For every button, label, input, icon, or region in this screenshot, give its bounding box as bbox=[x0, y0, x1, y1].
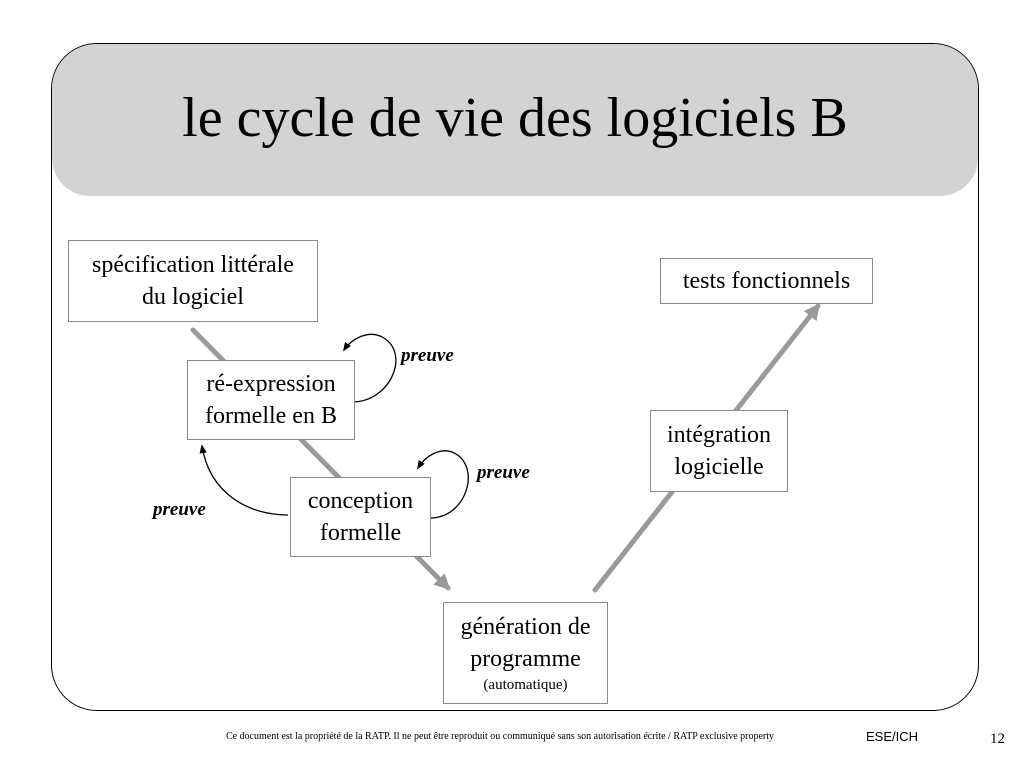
node-generation: génération de programme (automatique) bbox=[443, 602, 608, 704]
node-reexpression-line2: formelle en B bbox=[205, 403, 337, 429]
node-reexpression: ré-expression formelle en B bbox=[187, 360, 355, 440]
node-conception-line1: conception bbox=[307, 488, 414, 514]
node-generation-note: (automatique) bbox=[483, 677, 568, 693]
title-band: le cycle de vie des logiciels B bbox=[52, 44, 978, 196]
node-integration-line2: logicielle bbox=[674, 454, 764, 480]
footer-department-code: ESE/ICH bbox=[866, 729, 919, 744]
page-number: 12 bbox=[990, 731, 1005, 747]
node-conception: conception formelle bbox=[290, 477, 431, 557]
node-specification: spécification littérale du logiciel bbox=[68, 240, 318, 322]
node-integration: intégration logicielle bbox=[650, 410, 788, 492]
node-generation-line2: programme bbox=[470, 646, 581, 672]
slide-title: le cycle de vie des logiciels B bbox=[182, 87, 848, 149]
proof-label-conception-to-reexpression: preuve bbox=[153, 499, 206, 520]
proof-loop-conception bbox=[417, 450, 469, 519]
node-conception-line2: formelle bbox=[319, 520, 402, 546]
node-tests-line1: tests fonctionnels bbox=[682, 268, 851, 294]
proof-arrow-conception-to-reexpression bbox=[199, 444, 289, 516]
node-integration-line1: intégration bbox=[667, 422, 771, 448]
proof-label-reexpression: preuve bbox=[401, 345, 454, 366]
node-specification-line2: du logiciel bbox=[142, 284, 244, 310]
node-specification-line1: spécification littérale bbox=[92, 252, 294, 278]
node-reexpression-line1: ré-expression bbox=[206, 371, 336, 397]
node-generation-line1: génération de bbox=[460, 614, 591, 640]
footer-copyright-notice: Ce document est la propriété de la RATP.… bbox=[225, 731, 775, 742]
proof-loop-reexpression bbox=[343, 333, 397, 403]
proof-label-conception: preuve bbox=[477, 462, 530, 483]
node-tests: tests fonctionnels bbox=[660, 258, 873, 304]
